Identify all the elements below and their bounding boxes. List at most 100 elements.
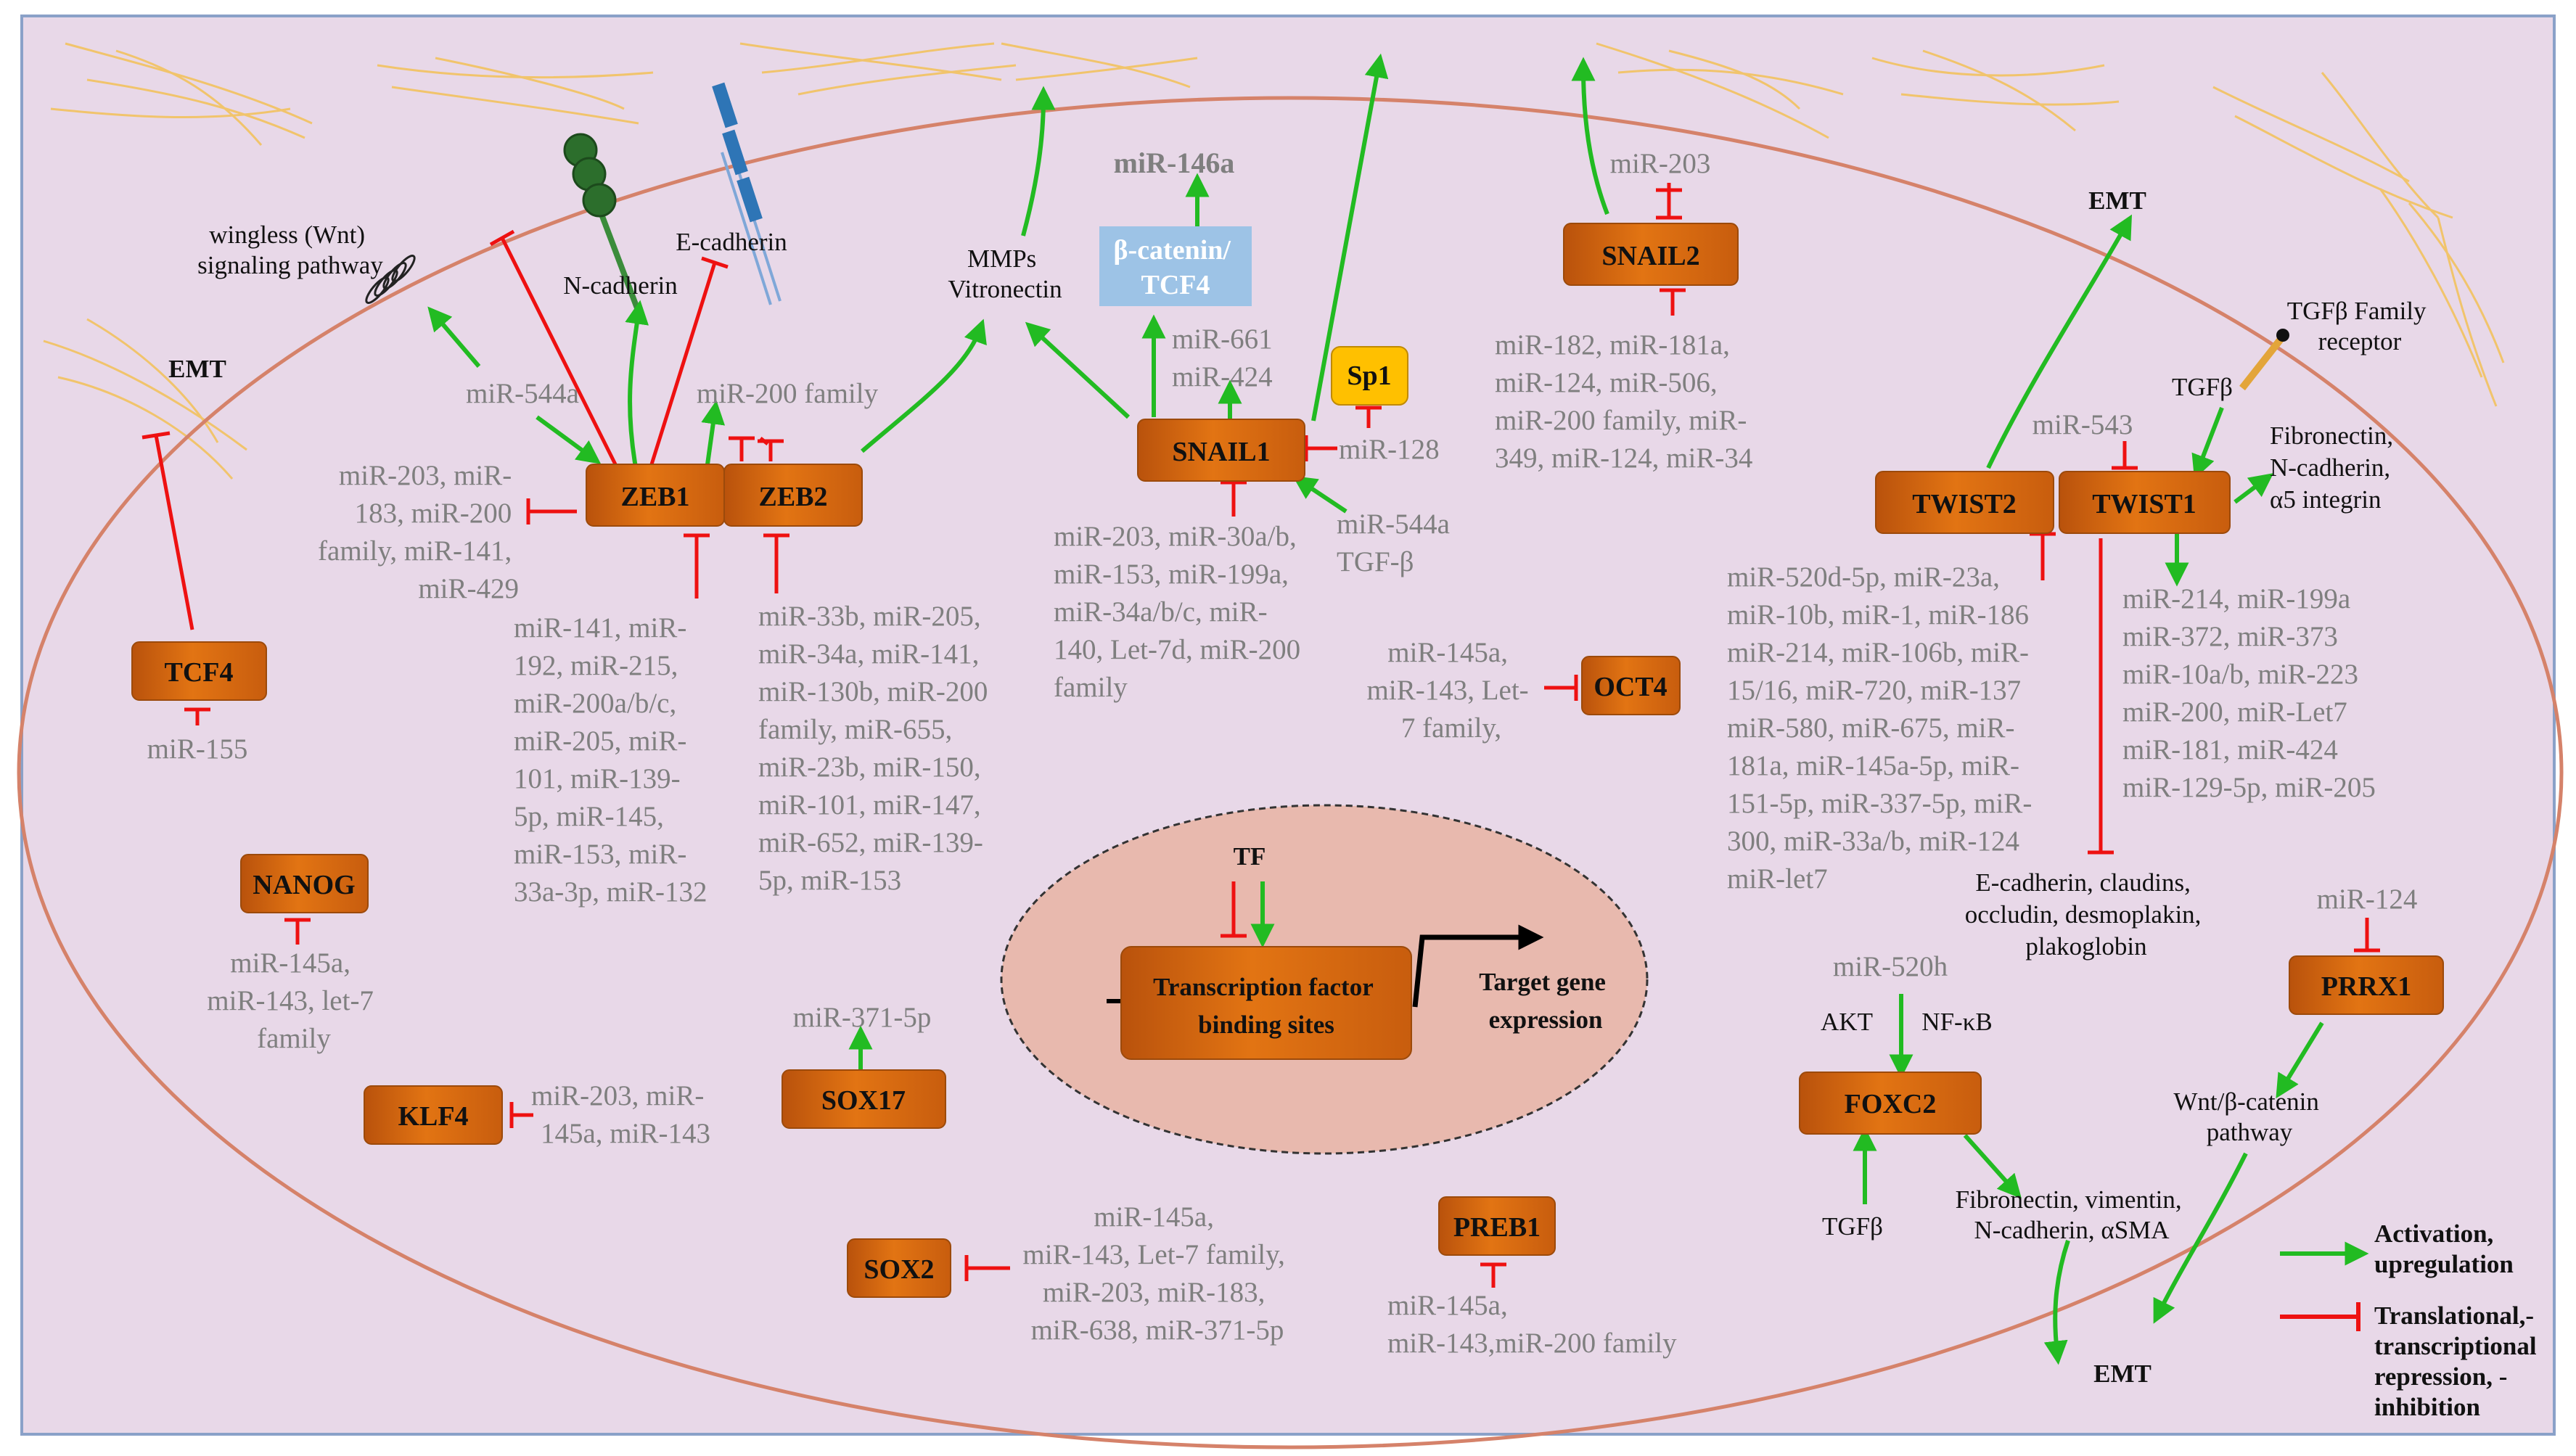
inhibit-mirs-nanog (284, 918, 311, 945)
mir-200-family-zeb2: miR-200 family (697, 378, 879, 409)
mir-155: miR-155 (147, 733, 248, 765)
extracellular-fibers (43, 42, 2505, 480)
n-cadherin-icon (563, 133, 641, 313)
gene-snail2: SNAIL2 (1601, 241, 1699, 271)
box-nanog (240, 854, 369, 913)
label-tf: TF (1234, 842, 1266, 871)
inhibit-mirs-zeb1 (684, 533, 710, 599)
label-fibronectin-vimentin: Fibronectin, vimentin, N-cadherin, αSMA (1956, 1185, 2189, 1244)
legend-repression-label: Translational,- transcriptional repressi… (2374, 1301, 2543, 1421)
box-tfbs (1120, 946, 1412, 1060)
mir-twist2-list: miR-520d-5p, miR-23a, miR-10b, miR-1, mi… (1727, 562, 2039, 894)
inhibit-mirs-zeb2 (763, 533, 789, 593)
box-twist1 (2059, 471, 2231, 534)
gene-beta-catenin: β-catenin/ TCF4 (1114, 235, 1238, 300)
mir-snail1-bottom: miR-203, miR-30a/b, miR-153, miR-199a, m… (1054, 521, 1308, 703)
mir-preb1: miR-145a, miR-143,miR-200 family (1387, 1290, 1677, 1359)
label-mmps: MMPs Vitronectin (948, 244, 1062, 303)
label-target-gene: Target gene expression (1479, 968, 1612, 1034)
arrow-target-expression (1412, 924, 1544, 1008)
gene-twist1: TWIST1 (2092, 489, 2196, 519)
box-preb1 (1438, 1196, 1556, 1256)
mir-snail2-bottom: miR-182, miR-181a, miR-124, miR-506, miR… (1495, 329, 1754, 474)
legend: Activation, upregulation Translational,-… (2280, 1219, 2543, 1421)
mir-nanog: miR-145a, miR-143, let-7 family (207, 947, 380, 1054)
arrow-zeb2-mmps (861, 318, 987, 453)
label-emt-top-right: EMT (2088, 186, 2146, 215)
inhibit-mirs-sox2 (964, 1255, 1010, 1281)
wnt-receptor-icon (365, 255, 416, 304)
box-sox17 (782, 1069, 946, 1129)
box-prrx1 (2289, 955, 2444, 1015)
mir-544a-zeb1: miR-544a (466, 378, 579, 409)
label-e-cadherin: E-cadherin (676, 228, 787, 256)
arrow-snail1-mmps (1025, 321, 1131, 419)
arrow-twist1-fibronectin (2234, 473, 2274, 504)
arrow-twist2-emt (1986, 214, 2133, 469)
gene-snail1: SNAIL1 (1172, 437, 1270, 467)
gene-zeb2: ZEB2 (758, 482, 827, 512)
gene-klf4: KLF4 (398, 1101, 468, 1132)
arrow-foxc2-fibronectin (1963, 1134, 2022, 1199)
arrow-zeb1-mir200 (701, 400, 726, 465)
box-sp1 (1331, 346, 1408, 406)
label-wnt-beta-catenin: Wnt/β-catenin pathway (2173, 1087, 2325, 1146)
mir-snail1-right: miR-544a TGF-β (1337, 509, 1457, 577)
arrow-mir544a-zeb1 (536, 415, 602, 464)
legend-repression-line (2280, 1302, 2360, 1331)
gene-preb1: PREB1 (1453, 1212, 1541, 1243)
inhibit-zeb2-mir200-b (758, 439, 784, 461)
mir-klf4: miR-203, miR- 145a, miR-143 (531, 1080, 711, 1149)
inhibit-tcf4-emt (141, 431, 194, 630)
inhibit-mirs-snail2 (1660, 288, 1686, 316)
label-mir146a: miR-146a (1114, 147, 1235, 179)
mir-520h: miR-520h (1833, 951, 1948, 982)
label-akt: AKT (1821, 1008, 1873, 1036)
gene-sp1: Sp1 (1347, 361, 1391, 391)
box-twist2 (1875, 471, 2054, 534)
arrow-snail2-out (1571, 57, 1609, 215)
gene-sox17: SOX17 (821, 1085, 906, 1116)
gene-tcf4: TCF4 (165, 657, 234, 688)
inhibit-mirs-preb1 (1480, 1262, 1506, 1288)
mir-zeb1-left: miR-203, miR- 183, miR-200 family, miR-1… (318, 460, 519, 604)
label-tgfb-foxc2: TGFβ (1822, 1212, 1883, 1241)
mir-oct4: miR-145a, miR-143, Let- 7 family, (1367, 637, 1536, 744)
arrow-prrx1-wnt (2276, 1021, 2324, 1099)
inhibit-twist1-ecadherin (2088, 538, 2114, 855)
inhibition-lines (141, 183, 2380, 1288)
arrow-tgfb-snail1 (1292, 475, 1348, 514)
inhibit-zeb1-ecadherin (649, 256, 729, 465)
mir-128: miR-128 (1339, 434, 1440, 465)
tgfb-receptor-icon (2239, 329, 2289, 391)
gene-boxes (131, 223, 2444, 1298)
gene-zeb1: ZEB1 (620, 482, 689, 512)
gene-oct4: OCT4 (1593, 672, 1667, 702)
gene-foxc2: FOXC2 (1845, 1089, 1937, 1119)
inhibit-mir128-sp1 (1355, 406, 1382, 428)
label-tfbs: Transcription factor binding sites (1153, 973, 1379, 1039)
gene-nanog: NANOG (253, 870, 355, 900)
mir-203-snail2: miR-203 (1610, 148, 1711, 179)
arrow-mir544a-wnt (427, 306, 481, 368)
activation-arrows (427, 53, 2324, 1365)
label-fibronectin-twist1: Fibronectin, N-cadherin, α5 integrin (2270, 421, 2400, 514)
inhibit-tf-binding (1221, 881, 1247, 938)
arrow-mmps-out (1021, 86, 1056, 237)
label-tgfb-twist1: TGFβ (2172, 373, 2233, 401)
gene-twist2: TWIST2 (1912, 489, 2017, 519)
cell-membrane (17, 96, 2564, 1449)
mir-twist1-list: miR-214, miR-199a miR-372, miR-373 miR-1… (2122, 583, 2376, 803)
inhibit-mirs-oct4 (1544, 675, 1578, 701)
gene-prrx1: PRRX1 (2321, 971, 2412, 1002)
inhibit-mir543-twist1 (2112, 441, 2138, 470)
arrow-wnt-emt (2153, 1152, 2248, 1324)
mir-zeb2-bottom: miR-33b, miR-205, miR-34a, miR-141, miR-… (758, 601, 995, 896)
inhibit-mir203-snail2 (1656, 183, 1682, 220)
cell-background (20, 15, 2556, 1436)
inhibit-mirs-klf4 (509, 1102, 533, 1128)
box-oct4 (1581, 656, 1681, 715)
label-tgfb-receptor: TGFβ Family receptor (2287, 297, 2433, 355)
arrow-tgfb-twist1 (2191, 406, 2224, 480)
